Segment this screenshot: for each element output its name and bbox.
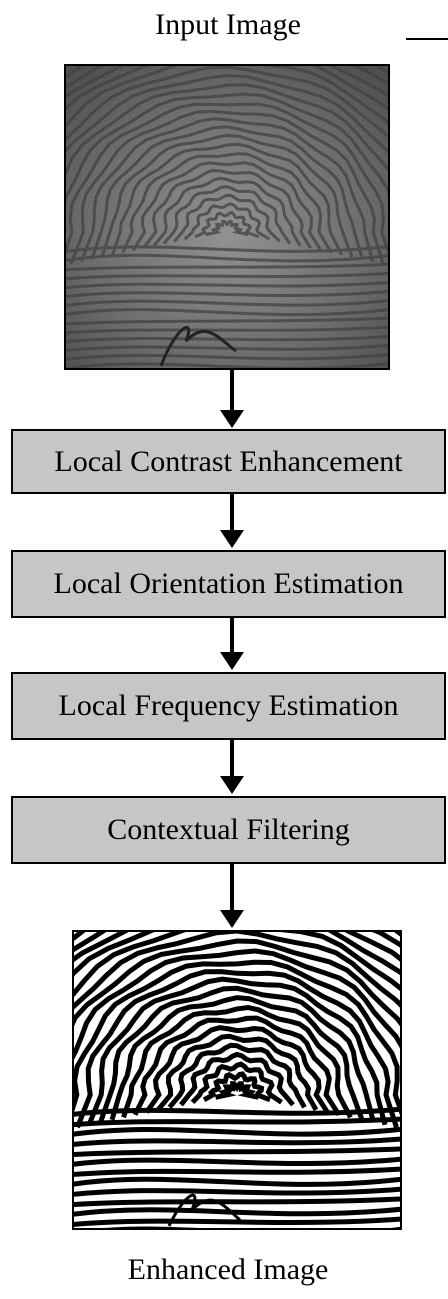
fingerprint-ridge <box>74 1176 400 1187</box>
fingerprint-ridge <box>74 1126 400 1137</box>
arrow-shaft-5 <box>230 864 234 912</box>
arrow-shaft-4 <box>230 740 234 776</box>
fingerprint-ridge <box>202 1071 271 1103</box>
top-right-rule <box>406 38 448 40</box>
stage-contextual-filtering: Contextual Filtering <box>11 796 446 864</box>
fingerprint-ridge <box>74 1116 400 1127</box>
fingerprint-ridge <box>74 1146 400 1158</box>
fingerprint-ridge <box>214 1081 260 1100</box>
enhanced-image-label: Enhanced Image <box>127 1253 329 1286</box>
fingerprint-ridge <box>74 1186 400 1197</box>
arrow-head-5 <box>220 910 244 928</box>
fingerprint-ridge <box>74 1136 400 1147</box>
fingerprint-ridge <box>74 1106 400 1117</box>
fingerprint-ridge <box>109 995 365 1121</box>
fingerprint-ridge <box>167 1042 307 1109</box>
fingerprint-ridge <box>74 1206 400 1217</box>
fingerprint-ridge <box>74 1216 400 1227</box>
fingerprint-ridge <box>156 1033 319 1112</box>
fingerprint-ridge <box>74 1196 400 1208</box>
fingerprint-ridge <box>132 1015 342 1117</box>
arrow-head-1 <box>220 410 244 428</box>
input-image-label: Input Image <box>155 8 301 41</box>
arrow-head-2 <box>220 530 244 548</box>
fingerprint-ridge <box>179 1051 295 1107</box>
fingerprint-ridge <box>75 969 399 1129</box>
fingerprint-ridge <box>74 938 400 1027</box>
fingerprint-ridge <box>98 985 376 1124</box>
enhanced-fingerprint-image <box>72 930 402 1230</box>
fingerprint-ridge <box>144 1025 330 1114</box>
arrow-shaft-1 <box>230 370 234 412</box>
arrow-shaft-3 <box>230 618 234 652</box>
fingerprint-ridge <box>86 976 388 1126</box>
stage-local-contrast-enhancement: Local Contrast Enhancement <box>11 429 446 494</box>
stage-local-frequency-estimation: Local Frequency Estimation <box>11 672 446 740</box>
fingerprint-ridge <box>74 948 400 1060</box>
fingerprint-ridge <box>74 1166 400 1177</box>
fingerprint-ridge <box>121 1004 353 1119</box>
arrow-head-3 <box>220 652 244 670</box>
arrow-head-4 <box>220 776 244 794</box>
input-fingerprint-image <box>64 64 390 370</box>
fingerprint-ridge <box>190 1061 283 1105</box>
stage-local-orientation-estimation: Local Orientation Estimation <box>11 550 446 618</box>
fingerprint-ridge <box>74 959 400 1116</box>
fingerprint-ridge <box>74 1156 400 1167</box>
arrow-shaft-2 <box>230 494 234 530</box>
